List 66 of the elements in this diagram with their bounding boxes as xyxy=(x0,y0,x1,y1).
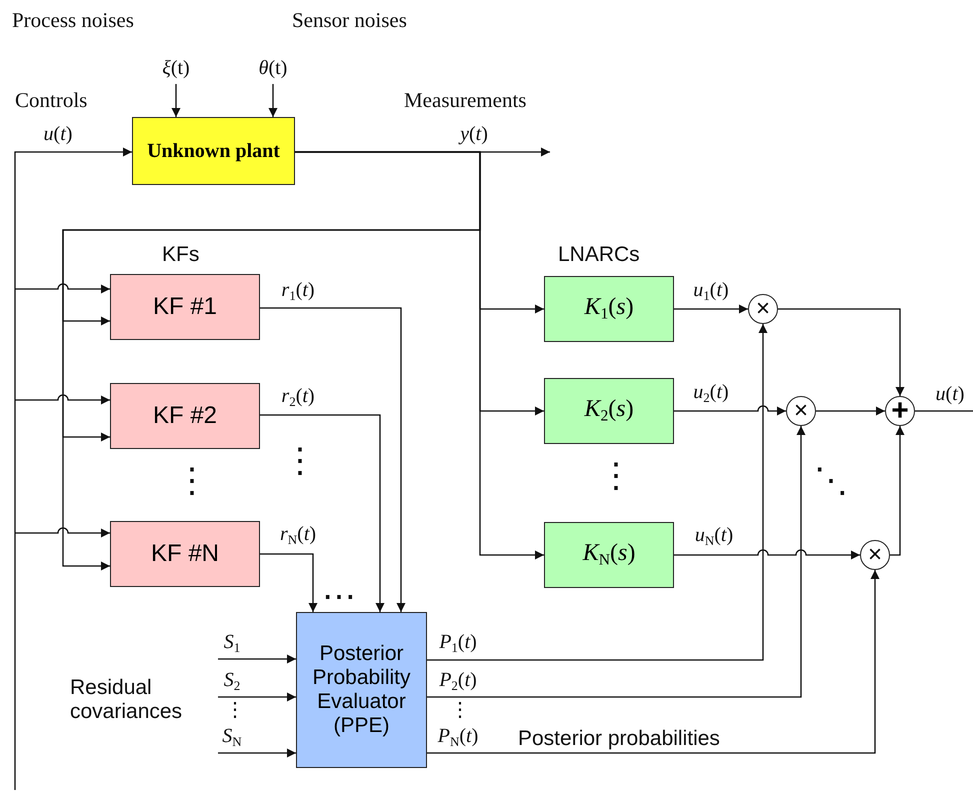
edge-label: u(t) xyxy=(936,384,964,404)
arrow xyxy=(295,151,544,560)
arrow xyxy=(218,748,296,758)
ellipsis-dots: ⋮ xyxy=(175,462,209,502)
arrow xyxy=(260,307,406,612)
ellipsis-dots: ⋮ xyxy=(225,699,245,722)
edge-label: u$_{N}$(t) xyxy=(694,525,734,547)
arrow xyxy=(15,283,110,294)
ellipsis-dots: ⋮ xyxy=(283,442,317,482)
edge-label: u$_{1}$(t) xyxy=(693,280,729,302)
multiplier-junction: × xyxy=(860,540,890,570)
arrow xyxy=(260,414,384,612)
edge-label: r$_{N}$(t) xyxy=(280,524,316,546)
edge-label: S$_{1}$ xyxy=(224,632,240,654)
arrow xyxy=(674,549,860,560)
annotation: Controls xyxy=(15,88,88,112)
controller-block: K$_{2}$(s) xyxy=(544,378,674,444)
arrow xyxy=(15,394,110,404)
arrow xyxy=(172,84,180,117)
ellipsis-dots: ⋮ xyxy=(450,699,470,722)
annotation: Residual covariances xyxy=(70,676,184,724)
arrow xyxy=(427,570,880,754)
arrow xyxy=(674,405,786,416)
arrow xyxy=(268,84,278,117)
arrow xyxy=(778,308,904,396)
evaluator-block: Posterior Probability Evaluator (PPE) xyxy=(296,612,427,768)
edge-label: y(t) xyxy=(460,124,488,144)
filter-block: KF #1 xyxy=(110,274,260,340)
edge-label: r$_{1}$(t) xyxy=(281,280,315,302)
controller-block: K$_{N}$(s) xyxy=(544,522,674,588)
ellipsis-dots: ⋮ xyxy=(599,457,633,496)
connector-line xyxy=(915,410,973,412)
arrow xyxy=(427,324,768,661)
multiplier-junction: × xyxy=(786,396,816,426)
controller-block: K$_{1}$(s) xyxy=(544,276,674,342)
arrow xyxy=(260,553,318,612)
summing-junction: + xyxy=(885,396,915,426)
arrow xyxy=(816,406,885,416)
arrow xyxy=(218,654,296,664)
filter-block: KF #N xyxy=(110,521,260,587)
annotation: Measurements xyxy=(404,88,526,112)
edge-label: S$_{2}$ xyxy=(224,670,240,692)
ellipsis-dots: ⋱ xyxy=(814,462,848,502)
multiplier-junction: × xyxy=(748,294,778,324)
arrow xyxy=(674,304,748,314)
annotation: Sensor noises xyxy=(292,8,407,32)
edge-label: ξ(t) xyxy=(162,58,190,78)
arrow xyxy=(15,527,110,538)
edge-label: P$_{1}$(t) xyxy=(439,632,477,654)
group-title: KFs xyxy=(162,243,200,268)
edge-label: S$_{N}$ xyxy=(222,726,242,748)
annotation: Process noises xyxy=(12,8,134,32)
arrow xyxy=(14,148,132,790)
group-title: LNARCs xyxy=(558,243,640,268)
arrow xyxy=(427,426,806,698)
edge-label: u(t) xyxy=(44,124,72,144)
arrow xyxy=(218,692,296,702)
arrow xyxy=(890,426,904,556)
filter-block: KF #2 xyxy=(110,383,260,449)
edge-label: θ(t) xyxy=(258,58,288,78)
annotation: Posterior probabilities xyxy=(518,727,720,752)
edge-label: P$_{N}$(t) xyxy=(438,726,478,748)
edge-label: u$_{2}$(t) xyxy=(693,382,729,404)
edge-label: P$_{2}$(t) xyxy=(439,670,477,692)
plant-block: Unknown plant xyxy=(132,117,295,185)
edge-label: r$_{2}$(t) xyxy=(281,386,315,408)
